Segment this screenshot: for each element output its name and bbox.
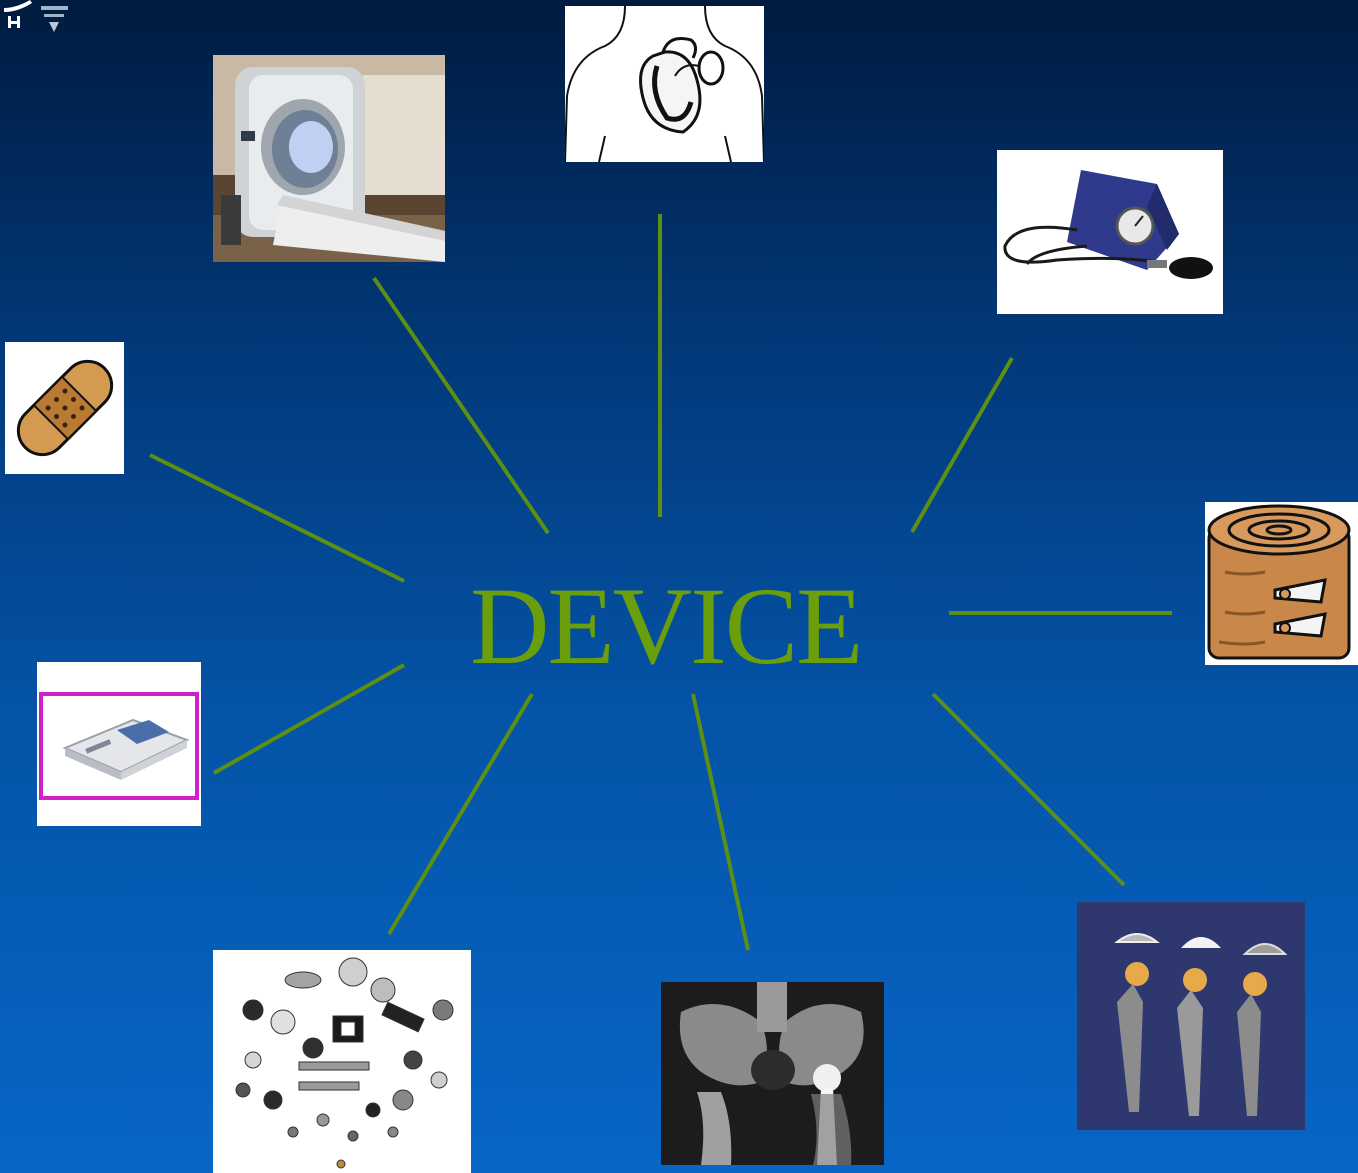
blood-pressure-cuff-photo [997, 150, 1223, 314]
implant-parts-photo [213, 950, 471, 1173]
connector-mri [374, 278, 548, 533]
connector-monitor [214, 665, 404, 773]
connector-hip-implants [933, 694, 1124, 885]
connector-bandage [150, 455, 404, 581]
hip-implants-photo [1077, 902, 1305, 1130]
monitor-device-photo [37, 662, 201, 826]
mri-scanner-photo [213, 55, 445, 262]
bandage-icon [5, 342, 124, 474]
center-label: DEVICE [470, 566, 920, 686]
connector-bp-cuff [912, 358, 1012, 532]
connector-hip-xray [693, 694, 748, 950]
elastic-bandage-icon [1205, 502, 1358, 665]
connector-implant-parts [389, 694, 532, 934]
pacemaker-illustration [565, 6, 764, 162]
hip-xray-photo [661, 982, 884, 1165]
